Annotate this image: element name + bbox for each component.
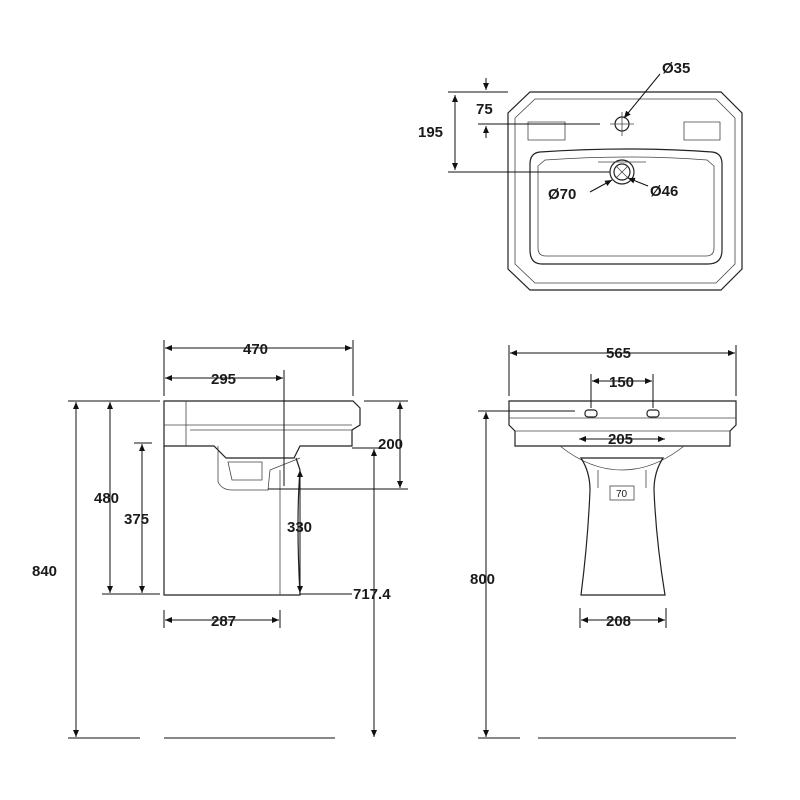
front-pedestal bbox=[579, 457, 666, 596]
front-pedestal-inner bbox=[609, 485, 635, 501]
leader-35 bbox=[623, 73, 661, 119]
front-tap-hole-left bbox=[584, 409, 598, 418]
side-waste-inner bbox=[227, 461, 263, 481]
label-75: 75 bbox=[476, 101, 493, 118]
basin-inner-outline bbox=[514, 98, 736, 284]
label-295: 295 bbox=[211, 371, 236, 388]
basin-outer-outline bbox=[507, 91, 743, 291]
side-waste bbox=[217, 446, 301, 491]
bowl-outline bbox=[529, 148, 723, 265]
label-205: 205 bbox=[608, 431, 633, 448]
top-view: Ø35 75 195 Ø70 Ø46 bbox=[418, 60, 743, 291]
front-tap-hole-right bbox=[646, 409, 660, 418]
label-330: 330 bbox=[287, 519, 312, 536]
tap-deck-right bbox=[683, 121, 721, 141]
leader-70 bbox=[589, 179, 613, 193]
label-208: 208 bbox=[606, 613, 631, 630]
label-70: Ø70 bbox=[548, 186, 576, 203]
label-150: 150 bbox=[609, 374, 634, 391]
label-470: 470 bbox=[243, 341, 268, 358]
leader-46 bbox=[627, 177, 649, 187]
bowl-inner bbox=[537, 156, 715, 257]
label-375: 375 bbox=[124, 511, 149, 528]
waste-cross-b bbox=[615, 165, 629, 179]
side-basin-outline bbox=[163, 400, 361, 459]
label-565: 565 bbox=[606, 345, 631, 362]
label-35: Ø35 bbox=[662, 60, 690, 77]
side-view: 470 295 840 480 375 200 330 717.4 287 bbox=[32, 340, 408, 739]
label-287: 287 bbox=[211, 613, 236, 630]
label-717: 717.4 bbox=[353, 586, 391, 603]
label-70-small: 70 bbox=[616, 489, 628, 500]
label-200: 200 bbox=[378, 436, 403, 453]
label-800: 800 bbox=[470, 571, 495, 588]
label-195: 195 bbox=[418, 124, 443, 141]
tap-deck-left bbox=[527, 121, 566, 141]
front-bowl-curve bbox=[559, 445, 685, 471]
front-basin-outline bbox=[508, 400, 737, 447]
label-480: 480 bbox=[94, 490, 119, 507]
waste-inner bbox=[613, 163, 631, 181]
front-view: 565 150 205 800 70 208 bbox=[470, 345, 737, 739]
label-46: Ø46 bbox=[650, 183, 678, 200]
label-840: 840 bbox=[32, 563, 57, 580]
